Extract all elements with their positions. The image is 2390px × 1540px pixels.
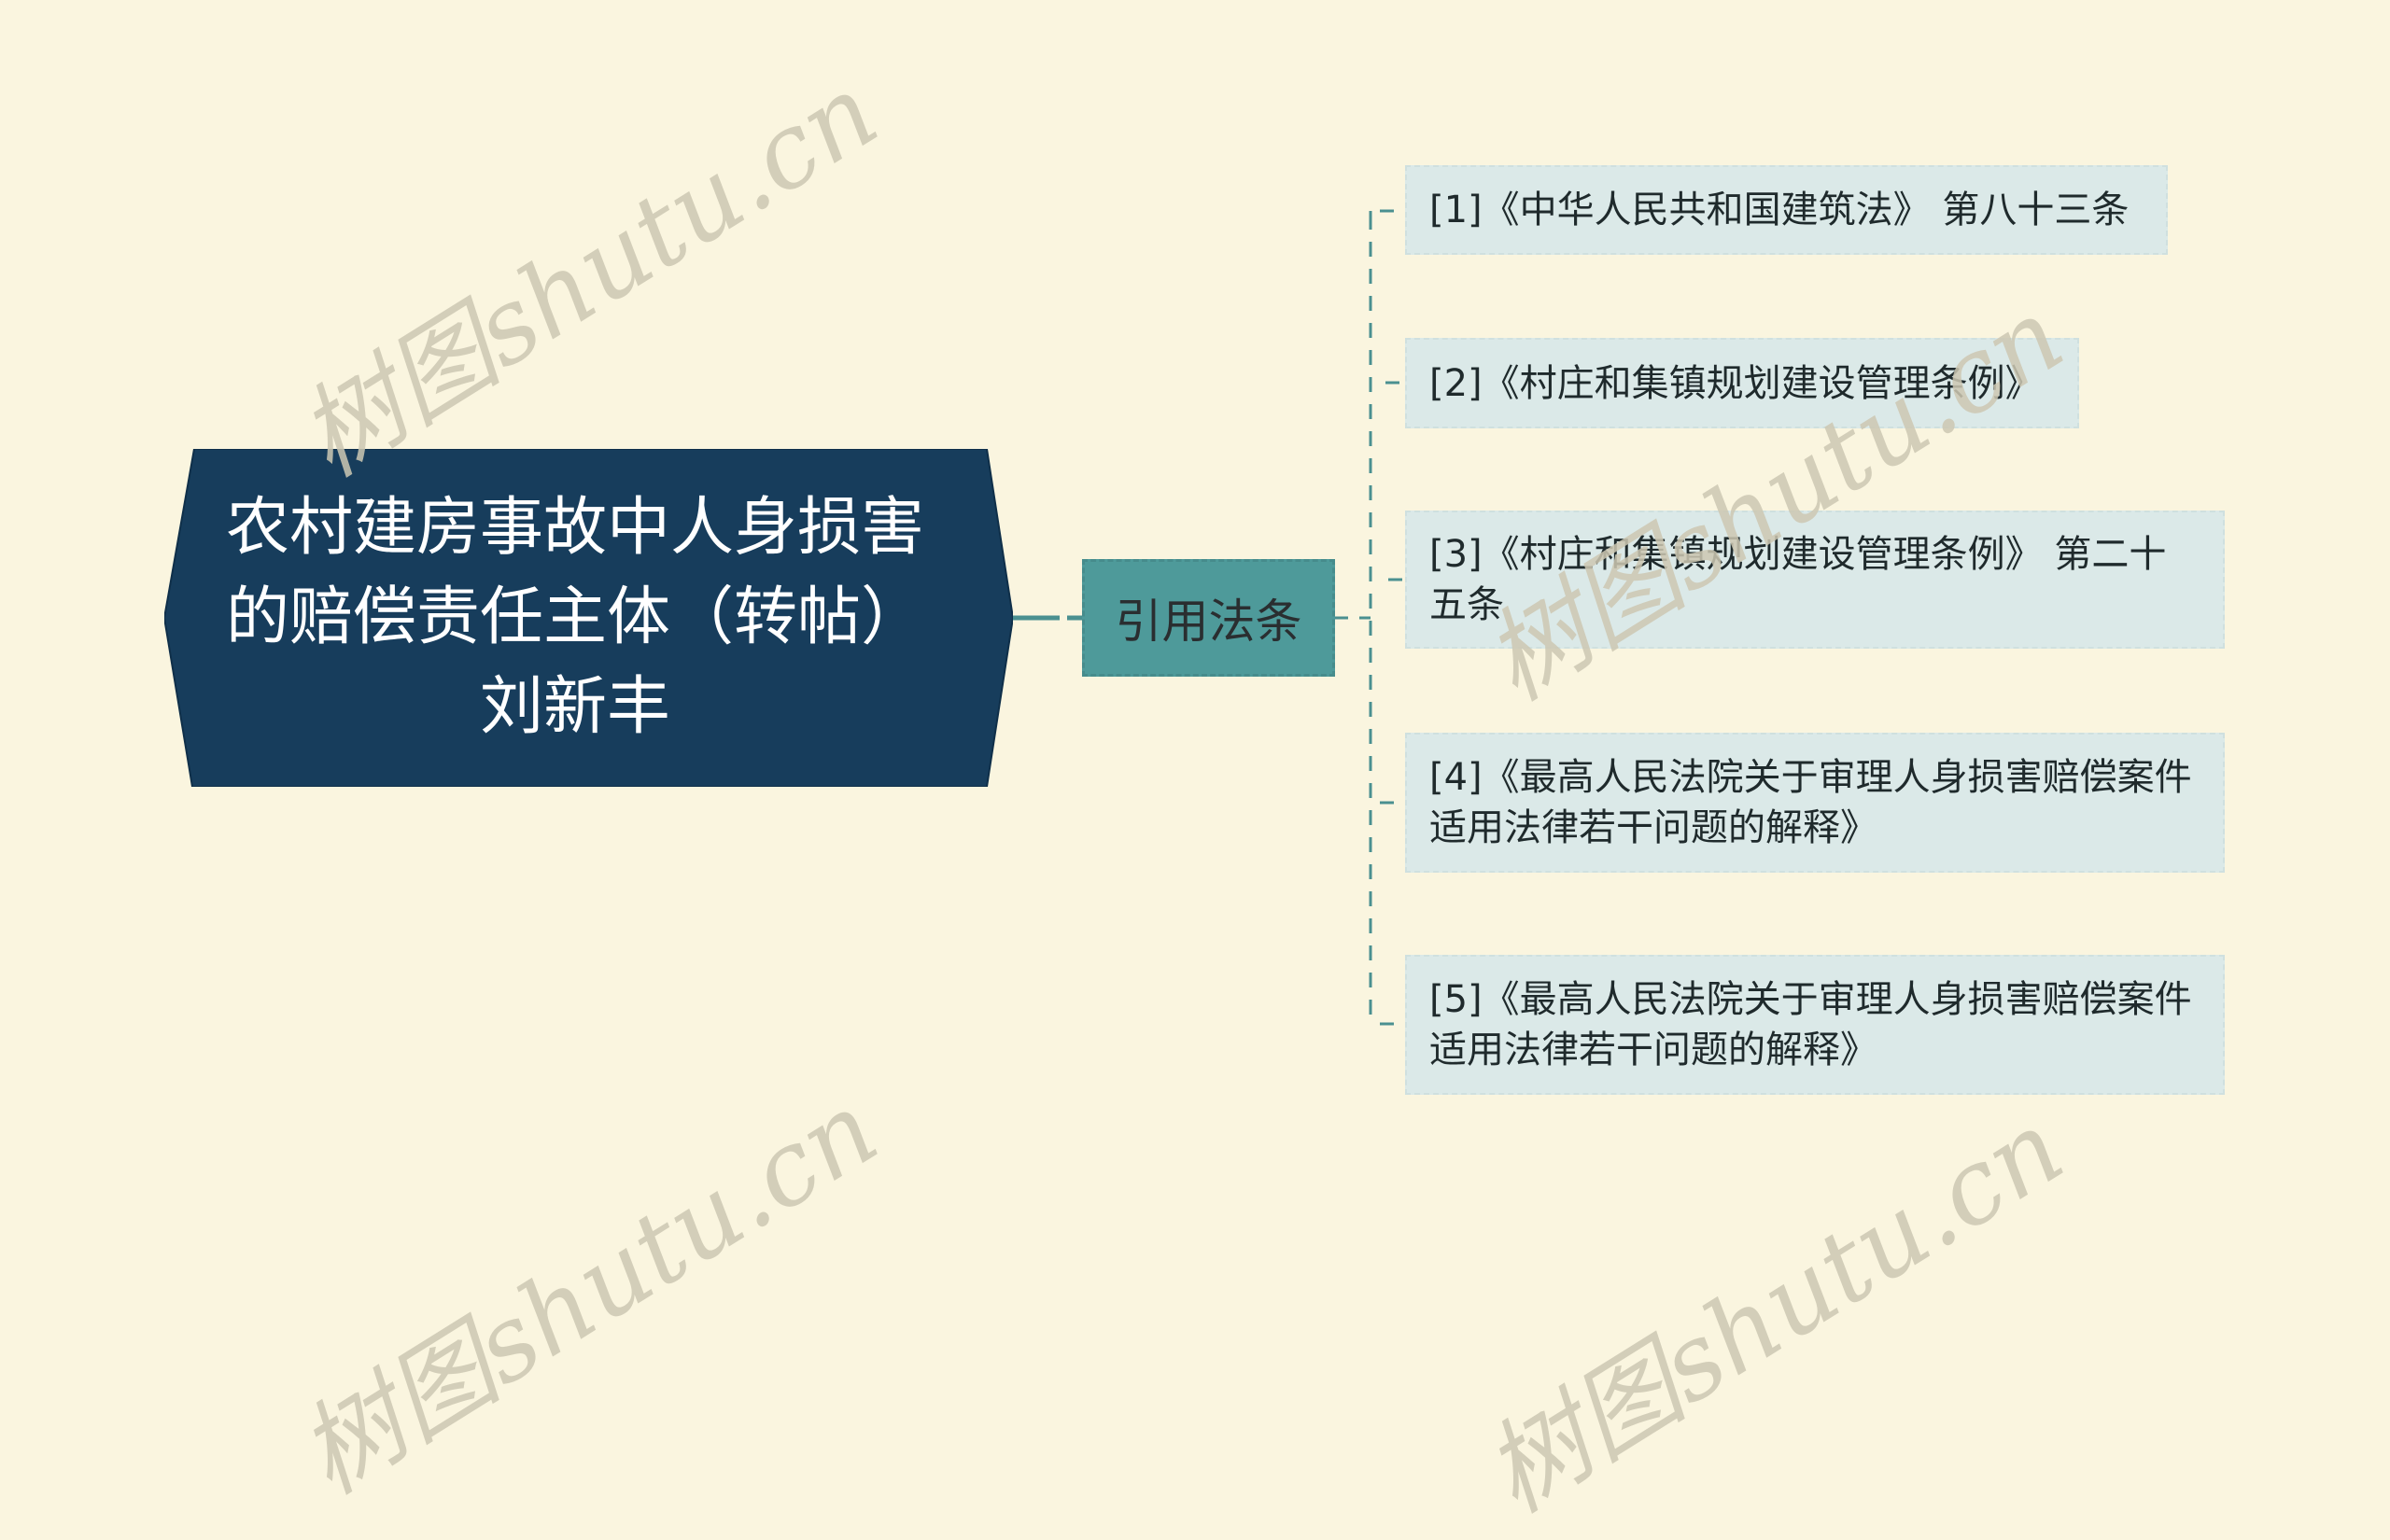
root-topic-node[interactable]: 农村建房事故中人身损害 的赔偿责任主体（转帖） 刘新丰 bbox=[164, 449, 1013, 787]
leaf-label: [1]《中华人民共和国建筑法》 第八十三条 bbox=[1429, 189, 2130, 231]
branch-node-cited-laws[interactable]: 引用法条 bbox=[1082, 559, 1335, 677]
root-hexagon-shape bbox=[164, 449, 1013, 787]
leaf-node-4[interactable]: [4]《最高人民法院关于审理人身损害赔偿案件适用法律若干问题的解释》 bbox=[1405, 733, 2225, 873]
leaf-label: [3]《村庄和集镇规划建设管理条例》 第二十五条 bbox=[1429, 533, 2167, 626]
leaf-node-3[interactable]: [3]《村庄和集镇规划建设管理条例》 第二十五条 bbox=[1405, 511, 2225, 649]
leaf-node-5[interactable]: [5]《最高人民法院关于审理人身损害赔偿案件适用法律若干问题的解释》 bbox=[1405, 955, 2225, 1095]
leaf-label: [5]《最高人民法院关于审理人身损害赔偿案件适用法律若干问题的解释》 bbox=[1429, 978, 2192, 1071]
connector-lines bbox=[1013, 209, 1402, 1026]
leaf-node-2[interactable]: [2]《村庄和集镇规划建设管理条例》 bbox=[1405, 338, 2079, 428]
leaf-label: [2]《村庄和集镇规划建设管理条例》 bbox=[1429, 361, 2043, 405]
root-topic-label: 农村建房事故中人身损害 的赔偿责任主体（转帖） 刘新丰 bbox=[225, 491, 924, 744]
mindmap-canvas: 农村建房事故中人身损害 的赔偿责任主体（转帖） 刘新丰 引用法条 [1]《中华人… bbox=[164, 51, 2225, 1535]
leaf-label: [4]《最高人民法院关于审理人身损害赔偿案件适用法律若干问题的解释》 bbox=[1429, 756, 2192, 849]
leaf-node-1[interactable]: [1]《中华人民共和国建筑法》 第八十三条 bbox=[1405, 165, 2168, 255]
branch-label: 引用法条 bbox=[1115, 595, 1302, 649]
